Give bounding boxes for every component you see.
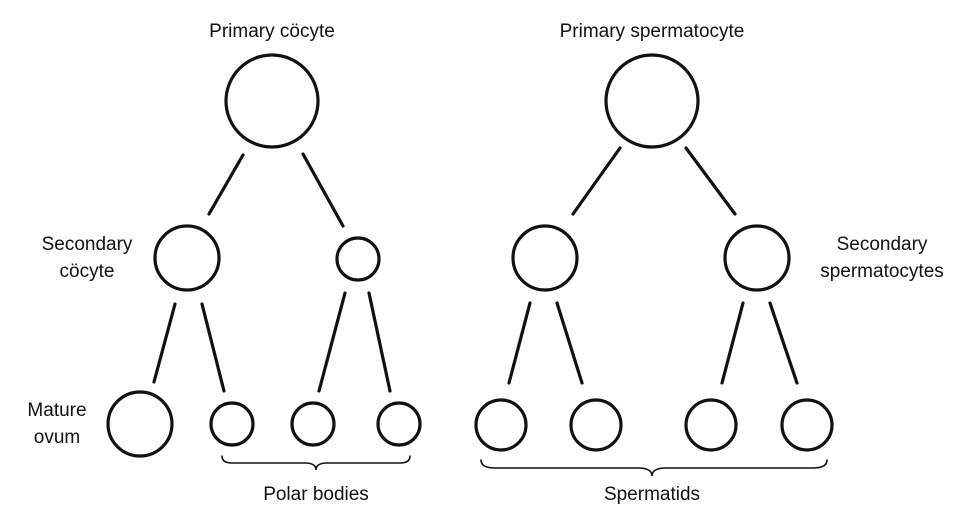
spermatid-cell <box>569 398 623 452</box>
mature-ovum-cell <box>106 390 174 458</box>
connector <box>555 301 584 385</box>
spermatids-brace <box>480 459 828 477</box>
polar-bodies-label: Polar bodies <box>263 484 369 505</box>
connector <box>200 302 226 393</box>
connector <box>207 153 245 216</box>
primary-oocyte-label: Primary cöcyte <box>209 21 335 42</box>
polar-body-cell <box>376 401 422 447</box>
secondary-spermatocyte-cell <box>511 224 579 292</box>
polar-bodies-brace <box>221 455 411 471</box>
polar-body-cell <box>209 401 255 447</box>
label-line: ovum <box>33 427 81 448</box>
connector <box>317 291 347 393</box>
secondary-oocyte-cell <box>153 224 221 292</box>
connector <box>367 291 392 393</box>
label-line: Secondary <box>41 234 133 255</box>
label-line: spermatocytes <box>820 261 944 282</box>
label-line: cöcyte <box>59 261 115 282</box>
connector <box>768 301 799 385</box>
spermatid-cell <box>474 398 528 452</box>
connector <box>684 146 737 216</box>
spermatid-cell <box>684 398 738 452</box>
connector <box>571 146 622 216</box>
label-line: Mature <box>27 400 87 421</box>
spermatogenesis-tree <box>474 53 834 477</box>
polar-body-cell <box>290 401 336 447</box>
first-polar-body-cell <box>335 236 381 282</box>
connector <box>720 301 745 385</box>
primary-oocyte-cell <box>224 53 320 149</box>
label-line: Secondary <box>836 234 928 255</box>
primary-spermatocyte-label: Primary spermatocyte <box>559 21 745 42</box>
spermatid-cell <box>780 398 834 452</box>
primary-spermatocyte-cell <box>604 53 700 149</box>
secondary-spermatocyte-cell <box>723 224 791 292</box>
connector <box>301 152 345 228</box>
oogenesis-tree <box>106 53 422 471</box>
secondary-oocyte-label: Secondary cöcyte <box>17 231 157 285</box>
mature-ovum-label: Mature ovum <box>7 397 107 451</box>
connector <box>507 301 532 385</box>
secondary-spermatocytes-label: Secondary spermatocytes <box>802 231 962 285</box>
connector <box>152 302 177 384</box>
spermatids-label: Spermatids <box>603 484 701 505</box>
